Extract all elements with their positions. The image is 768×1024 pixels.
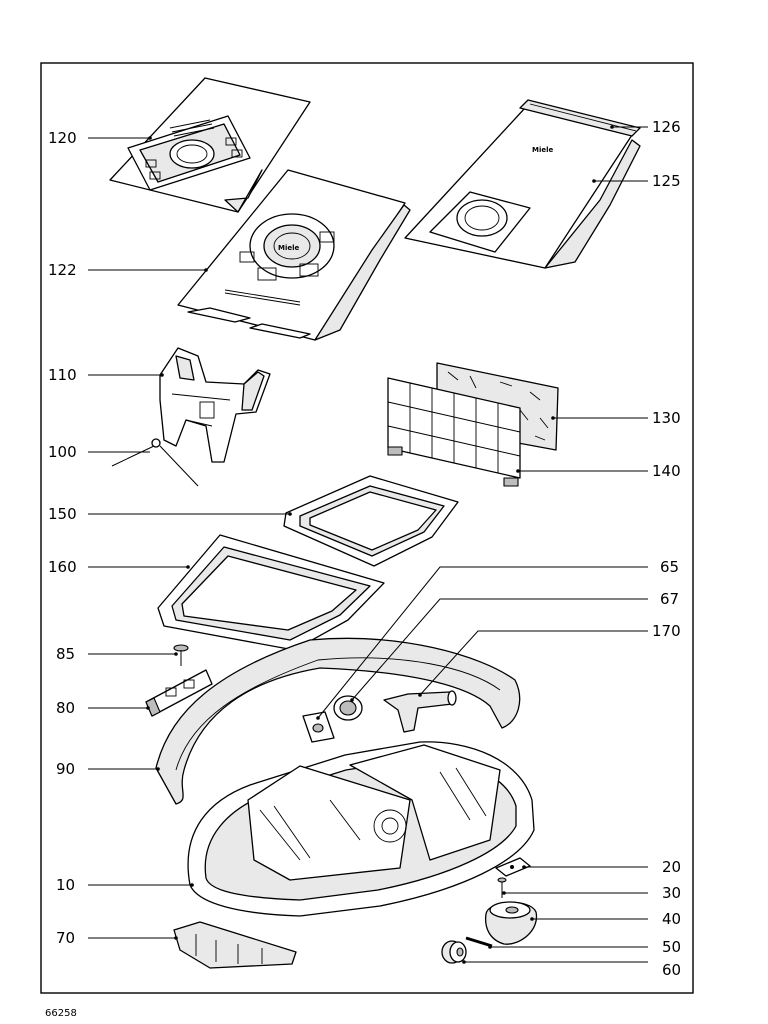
part-65-socket — [302, 711, 335, 743]
callout-60: 60 — [462, 960, 681, 979]
callout-67: 67 — [350, 590, 679, 702]
drawing-code: 66258 — [45, 1008, 77, 1019]
callout-85: 85 — [56, 645, 178, 663]
part-67-connector — [333, 695, 363, 721]
callout-80: 80 — [56, 699, 150, 717]
callout-50: 50 — [488, 938, 681, 956]
part-150-gasket — [283, 475, 459, 567]
drawing-frame — [40, 62, 694, 994]
callout-122: 122 — [48, 261, 208, 279]
part-20-bracket — [495, 857, 531, 877]
part-120-dust-bag — [109, 77, 311, 213]
part-80-switch — [145, 669, 213, 717]
callout-40: 40 — [530, 910, 681, 928]
svg-text:100: 100 — [48, 443, 77, 461]
svg-text:50: 50 — [662, 938, 681, 956]
svg-text:120: 120 — [48, 129, 77, 147]
callout-120: 120 — [48, 129, 152, 147]
svg-text:150: 150 — [48, 505, 77, 523]
part-110-bag-holder — [159, 347, 271, 463]
svg-text:122: 122 — [48, 261, 77, 279]
callout-10: 10 — [56, 876, 194, 894]
svg-text:170: 170 — [652, 622, 681, 640]
callout-130: 130 — [551, 409, 681, 427]
brand-mark-2: Miele — [532, 146, 554, 154]
callout-20: 20 — [522, 858, 681, 876]
callout-150: 150 — [48, 505, 292, 523]
part-40-swivel-castor — [484, 901, 538, 945]
svg-text:126: 126 — [652, 118, 681, 136]
svg-text:67: 67 — [660, 590, 679, 608]
callout-65: 65 — [316, 558, 679, 720]
callout-170: 170 — [418, 622, 681, 697]
part-100-pin — [111, 438, 199, 487]
part-122-dust-bag: Miele — [177, 169, 411, 341]
svg-text:125: 125 — [652, 172, 681, 190]
part-10-housing — [187, 741, 535, 917]
part-160-frame — [157, 534, 385, 651]
svg-text:70: 70 — [56, 929, 75, 947]
svg-text:85: 85 — [56, 645, 75, 663]
svg-text:130: 130 — [652, 409, 681, 427]
brand-mark: Miele — [278, 244, 300, 252]
callout-30: 30 — [502, 884, 681, 902]
part-85-screw — [173, 644, 189, 666]
callout-110: 110 — [48, 366, 164, 384]
svg-text:20: 20 — [662, 858, 681, 876]
part-50-axle — [465, 936, 493, 948]
callout-100: 100 — [48, 443, 150, 461]
part-125-dust-bag: Miele — [404, 107, 641, 269]
svg-text:65: 65 — [660, 558, 679, 576]
callout-70: 70 — [56, 929, 178, 947]
svg-text:30: 30 — [662, 884, 681, 902]
callout-126: 126 — [610, 118, 681, 136]
svg-text:140: 140 — [652, 462, 681, 480]
callout-160: 160 — [48, 558, 190, 576]
part-70-trim — [173, 921, 297, 969]
svg-text:10: 10 — [56, 876, 75, 894]
part-170-elbow — [383, 690, 457, 733]
part-90-bumper — [155, 637, 521, 805]
svg-text:60: 60 — [662, 961, 681, 979]
svg-text:160: 160 — [48, 558, 77, 576]
svg-text:110: 110 — [48, 366, 77, 384]
svg-text:40: 40 — [662, 910, 681, 928]
callout-140: 140 — [516, 462, 681, 480]
callout-125: 125 — [592, 172, 681, 190]
part-30-screw — [497, 877, 507, 898]
svg-text:80: 80 — [56, 699, 75, 717]
part-60-wheel — [441, 940, 467, 964]
part-140-filter-frame — [387, 377, 521, 487]
svg-text:90: 90 — [56, 760, 75, 778]
callout-90: 90 — [56, 760, 160, 778]
